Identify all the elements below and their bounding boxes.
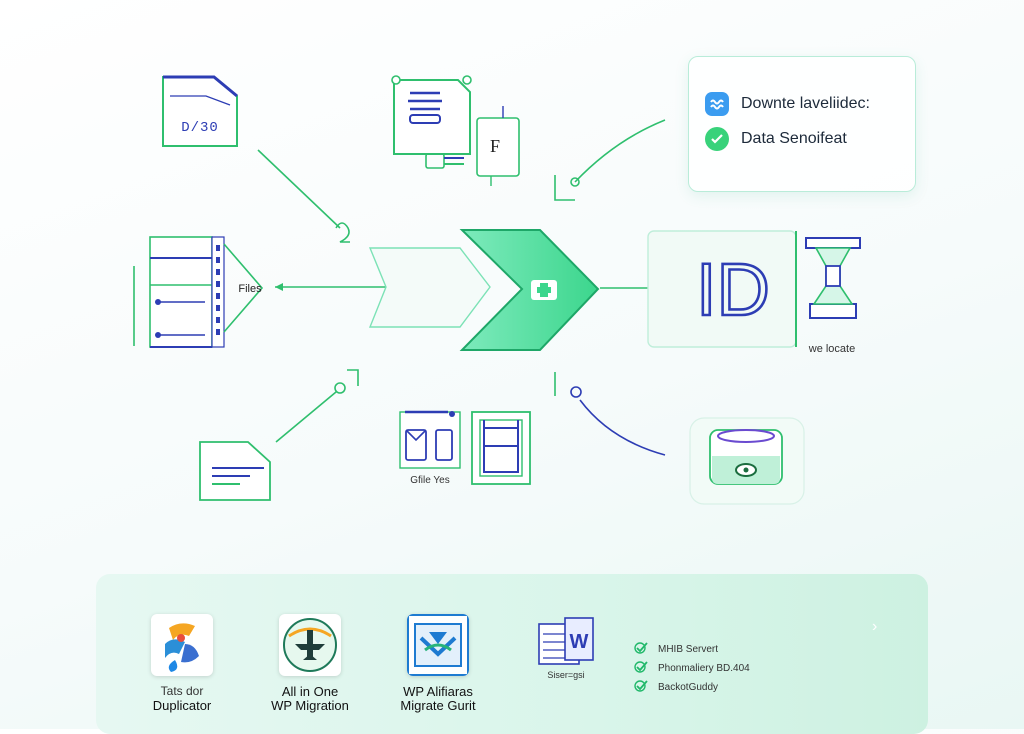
gfile-yes-label: Gfile Yes (410, 475, 449, 486)
migration-arrow (368, 229, 600, 351)
tool-all-in-one[interactable]: All in One WP Migration (240, 614, 380, 713)
wp-migrate-logo-icon (407, 614, 469, 676)
checklist-text: MHIB Servert (658, 644, 719, 655)
cloud-download-icon (705, 92, 729, 116)
tool-subtitle: WP Alifiaras (403, 684, 473, 699)
checklist-text: Phonmaliery BD.404 (658, 663, 750, 674)
files-label: Files (238, 283, 262, 295)
checklist-item: MHIB Servert (634, 640, 750, 659)
backup-file-label: D/30 (181, 120, 219, 136)
tool-wordpress-doc[interactable]: W Siser=gsi (496, 614, 636, 684)
checklist-item: BackotGuddy (634, 678, 750, 697)
id-monogram: ID (696, 248, 770, 331)
tool-subtitle: Tats dor (160, 684, 204, 698)
all-in-one-logo-icon (279, 614, 341, 676)
tool-name: Duplicator (152, 698, 212, 713)
check-icon (634, 661, 648, 676)
hourglass-icon (805, 237, 861, 319)
text-document-icon (199, 441, 271, 501)
wordpress-doc-logo-icon: W (535, 614, 597, 676)
devices-icon (399, 410, 531, 485)
info-card-item-data: Data Senoifeat (705, 127, 847, 151)
migration-tools-panel: Tats dor Duplicator All in One WP Migrat… (96, 574, 928, 734)
checklist-text: BackotGuddy (658, 682, 719, 693)
document-label: F (490, 136, 500, 156)
tool-wp-migrate[interactable]: WP Alifiaras Migrate Gurit (368, 614, 508, 713)
info-card-item-download: Downte laveliidec: (705, 92, 870, 116)
svg-text:W: W (570, 631, 589, 653)
data-security-icon (705, 127, 729, 151)
document-icon: F (476, 106, 520, 186)
we-locate-label: we locate (808, 343, 855, 355)
chevron-right-icon[interactable]: › (872, 618, 878, 635)
check-icon (634, 642, 648, 657)
tool-name: Migrate Gurit (400, 698, 476, 713)
backup-file-icon: D/30 (162, 75, 238, 147)
tool-subtitle: All in One (281, 684, 339, 699)
info-card-label: Downte laveliidec: (741, 95, 870, 112)
info-card-label: Data Senoifeat (741, 130, 847, 147)
tool-duplicator[interactable]: Tats dor Duplicator (112, 614, 252, 713)
check-icon (634, 680, 648, 695)
server-card-icon (391, 75, 472, 169)
destination-panel: ID (647, 230, 797, 348)
duplicator-logo-icon (151, 614, 213, 676)
info-card: Downte laveliidec: Data Senoifeat (688, 56, 916, 192)
tool-subtitle: Siser=gsi (547, 670, 585, 680)
connector-lines (257, 119, 686, 456)
checklist-item: Phonmaliery BD.404 (634, 659, 750, 678)
files-stack-icon (133, 236, 264, 348)
feature-checklist: MHIB Servert Phonmaliery BD.404 BackotGu… (634, 640, 750, 697)
storage-drive-icon (689, 417, 805, 505)
tool-name: WP Migration (271, 698, 349, 713)
